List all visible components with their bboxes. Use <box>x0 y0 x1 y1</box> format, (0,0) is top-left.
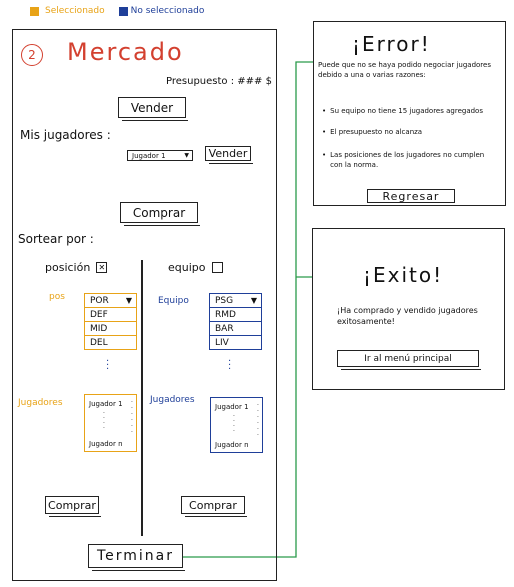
reason-item: • El presupuesto no alcanza <box>322 127 502 137</box>
sort-position-option[interactable]: posición ✕ <box>45 261 108 274</box>
chevron-down-icon: ▼ <box>184 152 189 159</box>
buy-main-button[interactable]: Comprar <box>120 202 200 226</box>
position-item-0: POR <box>90 295 109 306</box>
success-screen <box>312 228 505 390</box>
bullet-icon: • <box>322 128 327 136</box>
list-last-item[interactable]: Jugador n <box>215 441 249 449</box>
players-list-right[interactable]: Jugador 1 ···· Jugador n ······ <box>210 397 263 453</box>
reason-item: • Las posiciones de los jugadores no cum… <box>322 150 502 170</box>
sort-label: Sortear por : <box>18 232 94 246</box>
position-option-def[interactable]: DEF <box>84 307 137 322</box>
chevron-down-icon: ▼ <box>125 296 132 305</box>
list-dots: ···· <box>103 410 105 432</box>
position-option-del[interactable]: DEL <box>84 335 137 350</box>
main-menu-button[interactable]: Ir al menú principal <box>337 350 481 370</box>
market-title: Mercado <box>67 38 184 66</box>
legend-unselected-label: No seleccionado <box>130 6 205 16</box>
market-screen <box>12 29 277 581</box>
team-item-0: PSG <box>215 295 234 306</box>
more-options-dots: ··· <box>106 356 110 375</box>
finish-button[interactable]: Terminar <box>88 544 185 571</box>
error-title: ¡Error! <box>352 32 431 56</box>
scrollbar[interactable]: ······ <box>131 399 133 436</box>
budget-label: Presupuesto : ### $ <box>166 76 272 87</box>
players-list-left[interactable]: Jugador 1 ···· Jugador n ······ <box>84 394 137 452</box>
error-reasons-list: • Su equipo no tiene 15 jugadores agrega… <box>322 106 502 170</box>
step-number-badge: 2 <box>21 44 43 66</box>
step-number: 2 <box>28 48 36 62</box>
team-filter-label: Equipo <box>158 296 189 306</box>
my-players-label: Mis jugadores : <box>20 128 111 142</box>
list-last-item[interactable]: Jugador n <box>89 440 123 448</box>
team-item-2: BAR <box>215 323 234 334</box>
list-dots: ···· <box>233 413 235 435</box>
list-first-item[interactable]: Jugador 1 <box>215 403 249 411</box>
error-message: Puede que no se haya podido negociar jug… <box>318 61 491 79</box>
legend-selected-label: Seleccionado <box>45 6 105 16</box>
unselected-swatch-icon <box>118 6 128 16</box>
sell-player-button[interactable]: Vender <box>205 146 253 164</box>
more-teams-dots: ··· <box>228 356 232 375</box>
list-first-item[interactable]: Jugador 1 <box>89 400 123 408</box>
position-label: posición <box>45 261 91 274</box>
chevron-down-icon: ▼ <box>250 296 257 305</box>
reason-text: El presupuesto no alcanza <box>330 128 423 136</box>
players-label-left: Jugadores <box>18 398 63 408</box>
team-item-3: LIV <box>215 337 229 348</box>
checkbox-empty-icon <box>211 262 223 273</box>
selected-swatch-icon <box>30 6 39 16</box>
team-select[interactable]: PSG ▼ <box>209 293 262 308</box>
reason-text: Su equipo no tiene 15 jugadores agregado… <box>330 107 483 115</box>
checkbox-checked-icon: ✕ <box>96 262 108 273</box>
bullet-icon: • <box>322 151 327 159</box>
buy-right-button[interactable]: Comprar <box>181 496 247 517</box>
position-option-mid[interactable]: MID <box>84 321 137 336</box>
bullet-icon: • <box>322 107 327 115</box>
player-select[interactable]: Jugador 1 ▼ <box>127 150 193 161</box>
position-item-1: DEF <box>90 309 108 320</box>
team-item-1: RMD <box>215 309 236 320</box>
position-select[interactable]: POR ▼ <box>84 293 137 308</box>
success-message: ¡Ha comprado y vendido jugadores exitosa… <box>337 306 478 326</box>
scrollbar[interactable]: ······ <box>257 402 259 439</box>
team-option-rmd[interactable]: RMD <box>209 307 262 322</box>
pos-label: pos <box>49 292 65 302</box>
success-title: ¡Exito! <box>363 263 444 287</box>
sort-team-option[interactable]: equipo <box>168 261 223 274</box>
position-item-3: DEL <box>90 337 108 348</box>
column-divider <box>141 260 143 536</box>
position-item-2: MID <box>90 323 108 334</box>
team-option-liv[interactable]: LIV <box>209 335 262 350</box>
back-button[interactable]: Regresar <box>367 189 457 206</box>
reason-text: Las posiciones de los jugadores no cumpl… <box>330 151 485 169</box>
sell-main-button[interactable]: Vender <box>118 97 188 121</box>
legend: Seleccionado No seleccionado <box>30 6 204 16</box>
player-select-value: Jugador 1 <box>132 151 166 160</box>
team-label: equipo <box>168 261 206 274</box>
reason-item: • Su equipo no tiene 15 jugadores agrega… <box>322 106 502 116</box>
team-option-bar[interactable]: BAR <box>209 321 262 336</box>
buy-left-button[interactable]: Comprar <box>45 496 101 517</box>
players-label-right: Jugadores <box>150 395 195 405</box>
